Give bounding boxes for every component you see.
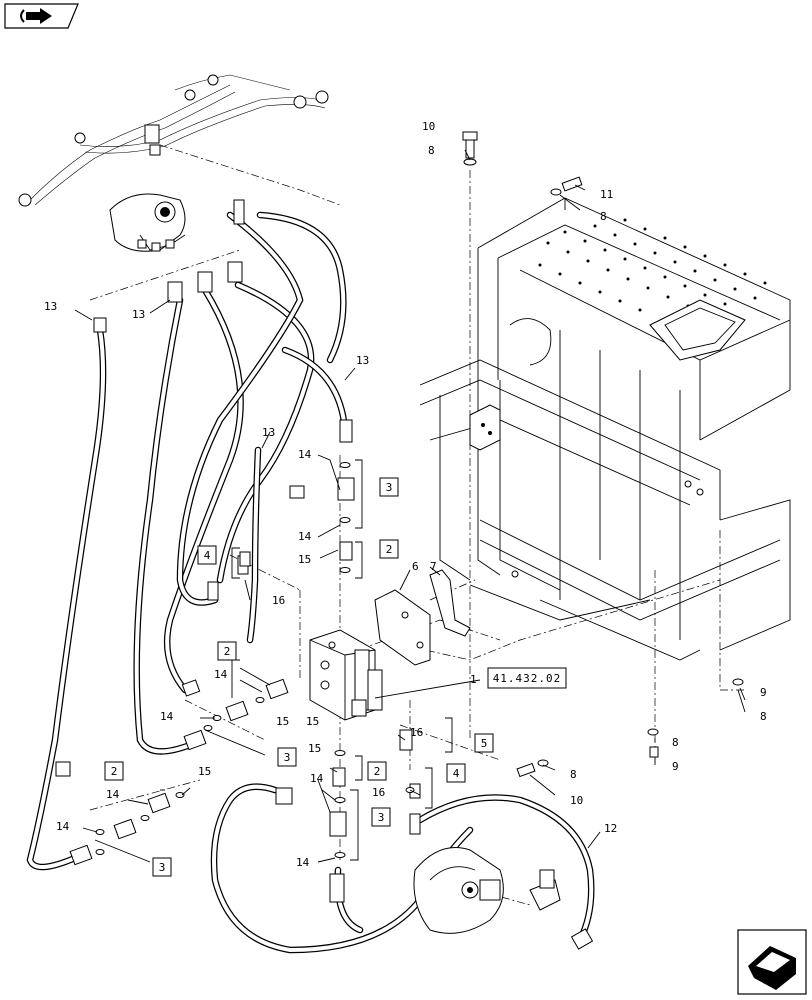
mounting-brackets: [374, 569, 471, 666]
svg-text:3: 3: [159, 861, 166, 874]
svg-text:13: 13: [356, 354, 369, 367]
prev-page-arrow-icon[interactable]: [4, 3, 79, 29]
svg-text:9: 9: [672, 760, 679, 773]
reference-box: 41.432.02: [487, 667, 567, 689]
svg-text:8: 8: [672, 736, 679, 749]
label-box-2c: 2: [104, 761, 124, 781]
svg-text:14: 14: [296, 856, 310, 869]
svg-text:10: 10: [422, 120, 435, 133]
callout-numbers: 13 13 13 13 14 14 15 16 10 8 11 8 6 7 1 …: [44, 120, 767, 869]
svg-text:2: 2: [224, 645, 231, 658]
svg-text:2: 2: [374, 765, 381, 778]
svg-text:8: 8: [570, 768, 577, 781]
next-page-arrow-icon[interactable]: [737, 929, 807, 995]
svg-text:14: 14: [106, 788, 120, 801]
svg-text:11: 11: [600, 188, 613, 201]
steering-valve: [109, 193, 186, 252]
svg-text:4: 4: [204, 549, 211, 562]
svg-text:16: 16: [410, 726, 423, 739]
svg-text:14: 14: [298, 448, 312, 461]
label-box-3a: 3: [379, 477, 399, 497]
svg-text:9: 9: [760, 686, 767, 699]
label-box-4b: 4: [446, 763, 466, 783]
svg-text:14: 14: [298, 530, 312, 543]
svg-text:8: 8: [760, 710, 767, 723]
label-box-4a: 4: [197, 545, 217, 565]
svg-text:6: 6: [412, 560, 419, 573]
label-box-3c: 3: [152, 857, 172, 877]
svg-text:14: 14: [56, 820, 70, 833]
control-valve-block: [239, 551, 383, 721]
svg-text:15: 15: [276, 715, 289, 728]
svg-text:8: 8: [600, 210, 607, 223]
svg-text:1: 1: [470, 673, 477, 686]
label-box-3d: 3: [371, 807, 391, 827]
svg-text:13: 13: [44, 300, 57, 313]
svg-text:3: 3: [284, 751, 291, 764]
svg-text:13: 13: [132, 308, 145, 321]
leader-lines: [74, 149, 746, 863]
svg-text:16: 16: [372, 786, 385, 799]
svg-text:5: 5: [481, 737, 488, 750]
wiring-harness: [18, 74, 329, 207]
svg-text:13: 13: [262, 426, 275, 439]
svg-text:15: 15: [308, 742, 321, 755]
svg-text:4: 4: [453, 767, 460, 780]
svg-text:10: 10: [570, 794, 583, 807]
svg-text:7: 7: [430, 560, 437, 573]
svg-text:15: 15: [298, 553, 311, 566]
svg-text:2: 2: [111, 765, 118, 778]
reference-number[interactable]: 41.432.02: [493, 672, 562, 685]
svg-text:14: 14: [310, 772, 324, 785]
boxed-labels: 3 2 4 2 3 2 3 2 3 5 4 41.432.02: [104, 477, 567, 877]
label-box-2d: 2: [367, 761, 387, 781]
fittings: [55, 199, 594, 950]
svg-text:12: 12: [604, 822, 617, 835]
svg-text:8: 8: [428, 144, 435, 157]
hydraulic-hoses: [26, 211, 595, 954]
svg-text:14: 14: [214, 668, 228, 681]
svg-text:15: 15: [198, 765, 211, 778]
label-box-2a: 2: [379, 539, 399, 559]
label-box-5: 5: [474, 733, 494, 753]
label-box-3b: 3: [277, 747, 297, 767]
svg-text:14: 14: [160, 710, 174, 723]
hydraulic-pump: [413, 847, 561, 934]
svg-text:15: 15: [306, 715, 319, 728]
bolts-washers: [462, 131, 744, 778]
svg-text:3: 3: [386, 481, 393, 494]
svg-text:16: 16: [272, 594, 285, 607]
tractor-frame: [419, 197, 791, 661]
label-box-2b: 2: [217, 641, 237, 661]
svg-text:3: 3: [378, 811, 385, 824]
svg-text:2: 2: [386, 543, 393, 556]
